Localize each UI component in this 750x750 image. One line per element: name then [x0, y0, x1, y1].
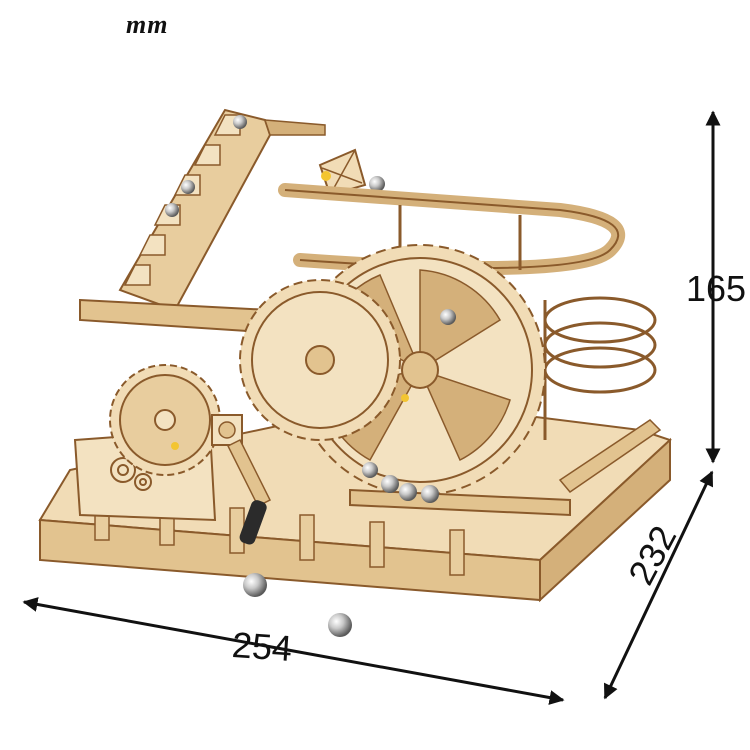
medium-gear: [239, 279, 401, 441]
crank-handle: [211, 414, 272, 545]
height-dimension-label: 165: [686, 268, 747, 309]
gear-logo-icon: [110, 457, 152, 491]
small-gear: [109, 364, 221, 476]
staircase-lift: [118, 108, 326, 312]
width-arrow: [22, 597, 565, 705]
top-tower: [318, 148, 385, 197]
width-dimension-label: 254: [230, 623, 294, 670]
unit-label: mm: [126, 10, 169, 39]
depth-arrow: [603, 470, 714, 700]
spiral-track: [543, 296, 657, 440]
dimension-arrows: [22, 110, 721, 705]
